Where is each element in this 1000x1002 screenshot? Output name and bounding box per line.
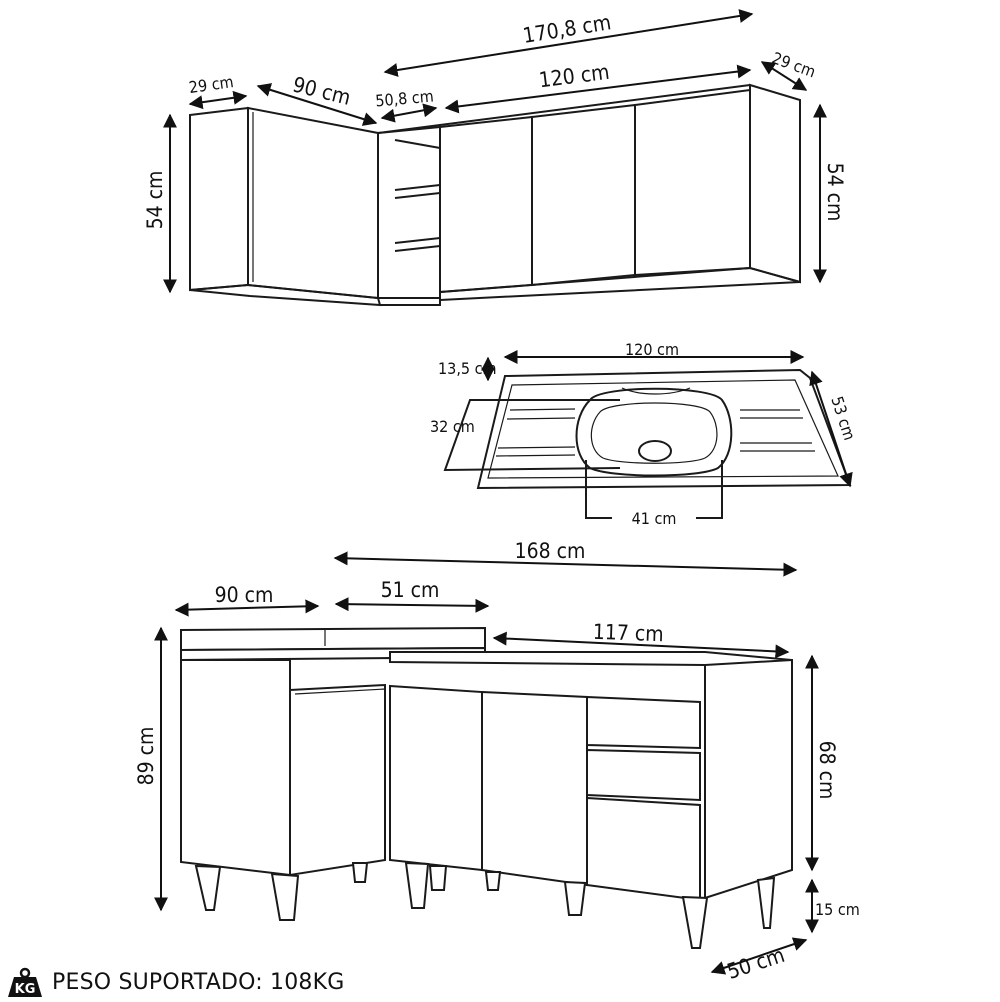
base-body-height-label: 68 cm xyxy=(815,741,839,800)
base-leg-height-label: 15 cm xyxy=(815,900,860,919)
base-left-side-panel xyxy=(180,659,291,877)
base-right-door xyxy=(481,690,588,887)
upper-corner-shelf-unit xyxy=(377,125,441,299)
base-leg xyxy=(351,862,369,883)
base-right-side-panel xyxy=(704,658,793,900)
base-backsplash xyxy=(180,626,486,652)
base-total-width-label: 168 cm xyxy=(515,539,586,563)
base-corner-width-label: 51 cm xyxy=(381,578,440,602)
upper-left-depth-label: 29 cm xyxy=(188,72,235,97)
weight-icon: KG xyxy=(6,967,44,997)
base-drawer-3 xyxy=(586,796,701,902)
sink-bowl-depth-label: 32 cm xyxy=(430,417,475,436)
upper-left-door xyxy=(247,106,379,300)
upper-left-width-label: 90 cm xyxy=(290,72,353,110)
base-leg xyxy=(484,871,502,891)
base-cabinet: 168 cm 90 cm 51 cm 117 cm 89 cm 68 cm 15… xyxy=(134,539,860,984)
base-left-door xyxy=(289,683,386,877)
base-right-width-label: 117 cm xyxy=(592,620,664,646)
sink-drain xyxy=(638,440,672,462)
upper-right-door-3 xyxy=(634,88,751,277)
sink-bowl xyxy=(575,387,733,477)
base-total-height-label: 89 cm xyxy=(134,727,158,786)
base-depth-label: 50 cm xyxy=(724,943,787,984)
sink-height-label: 13,5 cm xyxy=(438,359,497,378)
base-leg xyxy=(404,861,430,909)
base-drawer-2 xyxy=(586,748,701,802)
upper-cabinet: 170,8 cm 29 cm 90 cm 50,8 cm 120 cm 29 c… xyxy=(143,9,847,307)
base-left-width-label: 90 cm xyxy=(215,583,274,607)
upper-right-door-1 xyxy=(439,115,533,294)
sink-width-label: 120 cm xyxy=(625,340,679,359)
upper-right-door-2 xyxy=(531,103,636,287)
base-corner-door xyxy=(389,684,483,872)
weight-capacity-note: KG PESO SUPORTADO: 108KG xyxy=(6,966,345,998)
upper-right-depth-label: 29 cm xyxy=(770,48,819,81)
sink-outline xyxy=(476,368,852,490)
base-leg xyxy=(756,876,776,929)
upper-right-width-label: 120 cm xyxy=(538,60,611,92)
base-leg xyxy=(194,864,222,911)
upper-left-side-panel xyxy=(189,106,249,292)
upper-left-height-label: 54 cm xyxy=(143,171,167,230)
sink-top: 120 cm 13,5 cm 53 cm 32 cm 41 cm xyxy=(430,340,859,528)
base-drawer-1 xyxy=(586,695,701,750)
weight-badge-label: KG xyxy=(15,982,36,997)
base-leg xyxy=(428,865,448,891)
base-leg xyxy=(270,872,300,921)
upper-right-height-label: 54 cm xyxy=(823,163,847,222)
base-leg xyxy=(563,880,587,916)
sink-bowl-width-label: 41 cm xyxy=(632,509,677,528)
weight-capacity-text: PESO SUPORTADO: 108KG xyxy=(52,969,345,995)
upper-corner-width-label: 50,8 cm xyxy=(375,87,435,111)
base-leg xyxy=(681,895,709,949)
upper-right-side-panel xyxy=(749,83,801,284)
